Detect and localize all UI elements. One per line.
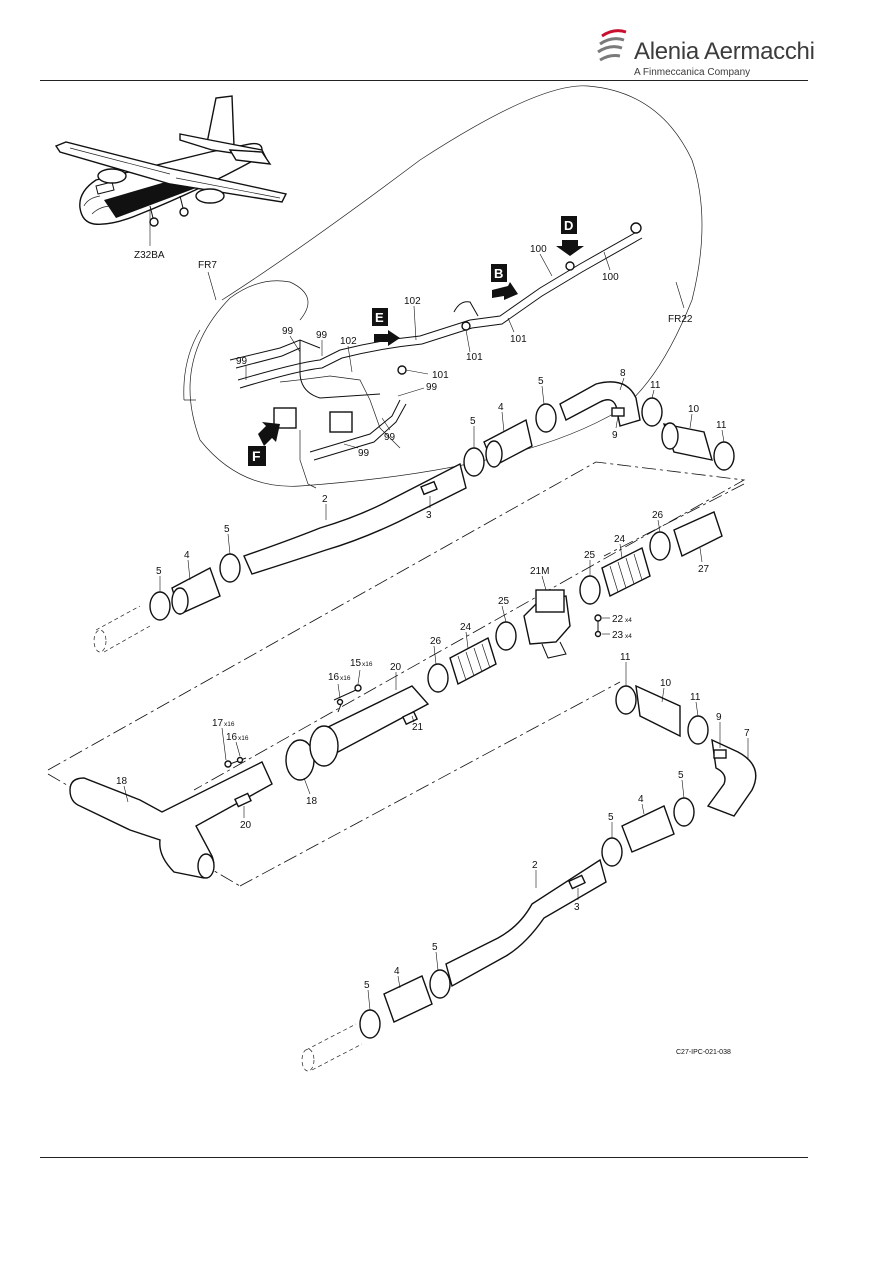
- svg-text:21M: 21M: [530, 566, 549, 577]
- svg-text:16: 16: [226, 732, 238, 743]
- svg-text:18: 18: [306, 796, 318, 807]
- middle-valve-assembly: 15 x16 16 x16 20 21 17 x16 16 x16 18 26 …: [212, 510, 723, 807]
- svg-text:23: 23: [612, 630, 624, 641]
- logo-mark-icon: [597, 29, 627, 62]
- frame-label-fr22: FR22: [668, 314, 693, 325]
- svg-text:99: 99: [426, 382, 438, 393]
- svg-text:25: 25: [584, 550, 596, 561]
- zone-label: Z32BA: [134, 250, 165, 261]
- svg-text:5: 5: [678, 770, 684, 781]
- view-flag-e: E: [372, 308, 400, 346]
- svg-text:x16: x16: [362, 661, 373, 668]
- company-logo: Alenia Aermacchi A Finmeccanica Company: [596, 26, 815, 80]
- svg-text:5: 5: [364, 980, 370, 991]
- svg-text:100: 100: [602, 272, 619, 283]
- svg-text:4: 4: [394, 966, 400, 977]
- svg-text:26: 26: [652, 510, 664, 521]
- svg-text:99: 99: [282, 326, 294, 337]
- svg-text:11: 11: [716, 420, 727, 431]
- svg-text:F: F: [252, 448, 261, 464]
- svg-text:8: 8: [620, 368, 626, 379]
- svg-text:5: 5: [608, 812, 614, 823]
- svg-text:D: D: [564, 218, 573, 233]
- svg-text:99: 99: [358, 448, 370, 459]
- svg-text:4: 4: [638, 794, 644, 805]
- svg-text:9: 9: [716, 712, 722, 723]
- svg-text:5: 5: [224, 524, 230, 535]
- svg-text:3: 3: [574, 902, 580, 913]
- svg-text:99: 99: [316, 330, 328, 341]
- svg-text:20: 20: [390, 662, 402, 673]
- svg-text:x16: x16: [224, 721, 235, 728]
- svg-text:x16: x16: [340, 675, 351, 682]
- drawing-code: C27-IPC-021-038: [676, 1049, 731, 1056]
- svg-text:2: 2: [532, 860, 538, 871]
- svg-text:24: 24: [460, 622, 472, 633]
- svg-text:11: 11: [620, 652, 631, 663]
- svg-text:10: 10: [660, 678, 672, 689]
- svg-text:11: 11: [690, 692, 701, 703]
- svg-text:7: 7: [744, 728, 750, 739]
- svg-text:24: 24: [614, 534, 626, 545]
- svg-text:27: 27: [698, 564, 710, 575]
- view-flag-f: F: [248, 422, 280, 466]
- view-flag-b: B: [491, 264, 518, 300]
- upper-exploded-assembly: 5 4 5 2 3 5 4 5 8 9 11 10 11: [47, 368, 746, 791]
- svg-text:102: 102: [340, 336, 357, 347]
- header-rule: [40, 80, 808, 81]
- svg-text:99: 99: [236, 356, 248, 367]
- svg-text:5: 5: [538, 376, 544, 387]
- svg-text:5: 5: [432, 942, 438, 953]
- svg-text:x4: x4: [625, 633, 632, 640]
- svg-text:11: 11: [650, 380, 661, 391]
- svg-text:25: 25: [498, 596, 510, 607]
- svg-text:3: 3: [426, 510, 432, 521]
- svg-text:100: 100: [530, 244, 547, 255]
- svg-text:102: 102: [404, 296, 421, 307]
- footer-rule: [40, 1157, 808, 1158]
- logo-name: Alenia Aermacchi: [634, 38, 815, 65]
- svg-text:17: 17: [212, 718, 224, 729]
- aircraft-locator-view: Z32BA: [54, 95, 288, 261]
- svg-text:16: 16: [328, 672, 340, 683]
- view-flag-d: D: [556, 216, 584, 256]
- svg-text:9: 9: [612, 430, 618, 441]
- lower-exploded-assembly: 18 20 11 10 11 9 7 5 4 5 2 3 5 4 5: [47, 483, 757, 1072]
- installed-duct-system: D B E F 99 99 99 102 102 101 101: [229, 216, 643, 489]
- svg-text:101: 101: [432, 370, 449, 381]
- svg-text:18: 18: [116, 776, 128, 787]
- svg-text:101: 101: [510, 334, 527, 345]
- svg-text:5: 5: [156, 566, 162, 577]
- svg-text:E: E: [375, 310, 384, 325]
- svg-text:4: 4: [498, 402, 504, 413]
- svg-text:x4: x4: [625, 617, 632, 624]
- frame-label-fr7: FR7: [198, 260, 217, 271]
- svg-text:99: 99: [384, 432, 396, 443]
- fuselage-phantom: FR7 FR22: [183, 85, 703, 487]
- svg-text:x16: x16: [238, 735, 249, 742]
- svg-text:10: 10: [688, 404, 700, 415]
- svg-text:22: 22: [612, 614, 624, 625]
- svg-text:4: 4: [184, 550, 190, 561]
- svg-text:26: 26: [430, 636, 442, 647]
- svg-text:2: 2: [322, 494, 328, 505]
- svg-text:15: 15: [350, 658, 362, 669]
- svg-text:20: 20: [240, 820, 252, 831]
- svg-text:101: 101: [466, 352, 483, 363]
- svg-text:5: 5: [470, 416, 476, 427]
- svg-text:21: 21: [412, 722, 424, 733]
- logo-tagline: A Finmeccanica Company: [634, 67, 751, 78]
- svg-text:B: B: [494, 266, 503, 281]
